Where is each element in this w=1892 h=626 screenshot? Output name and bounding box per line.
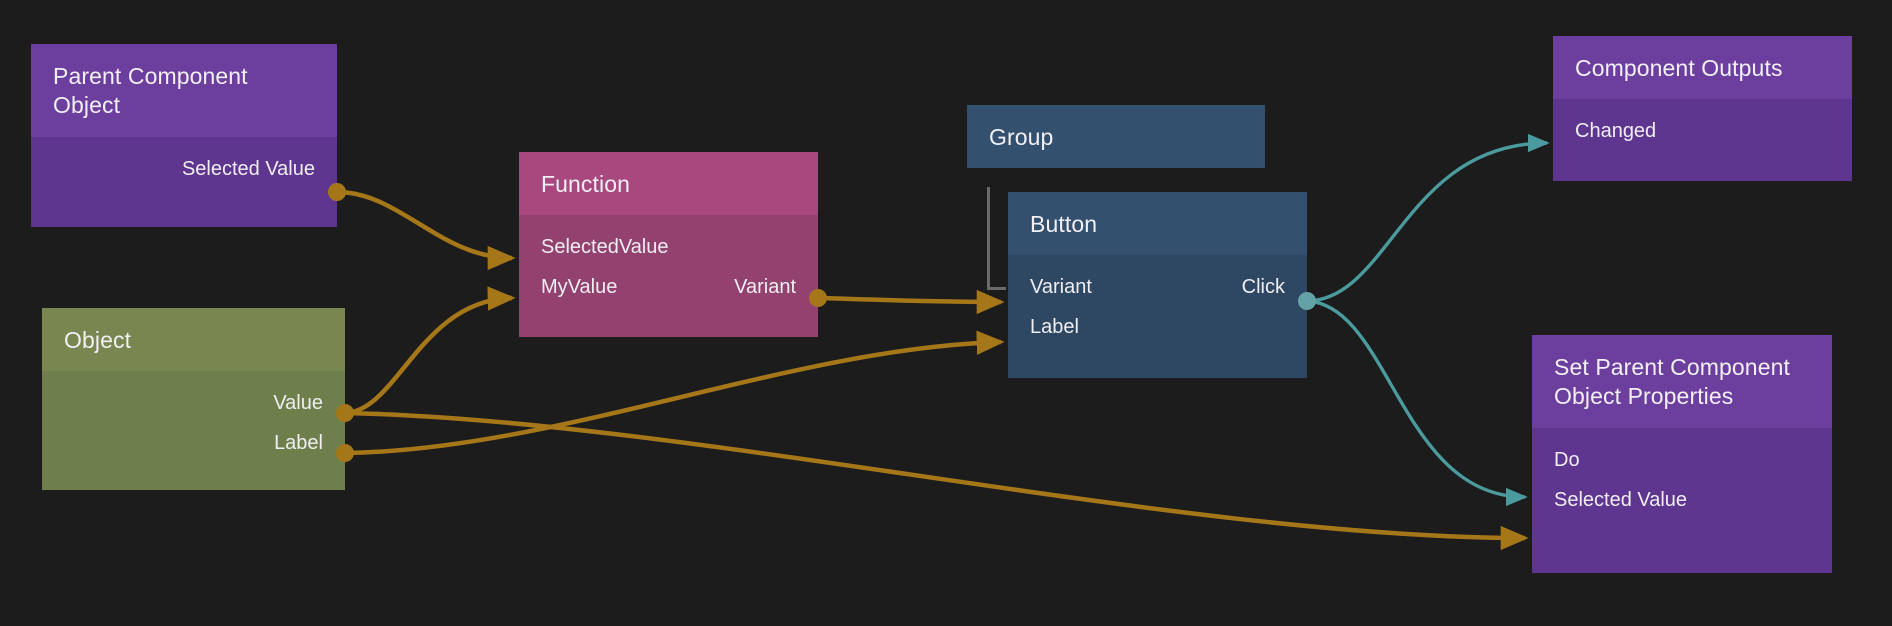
node-component-outputs[interactable]: Component Outputs Changed bbox=[1553, 36, 1852, 181]
node-body-function: SelectedValue MyValue Variant bbox=[519, 215, 818, 337]
group-to-button-bracket bbox=[987, 187, 1006, 290]
port-row-set-parent-do[interactable]: Do bbox=[1532, 440, 1832, 480]
port-dot-object-value-out[interactable] bbox=[336, 404, 354, 422]
port-label-function-myvalue: MyValue bbox=[541, 276, 618, 299]
port-row-set-parent-selected-value[interactable]: Selected Value bbox=[1532, 480, 1832, 520]
port-label-button-click: Click bbox=[1241, 276, 1285, 299]
port-row-function-selectedvalue[interactable]: SelectedValue bbox=[519, 227, 818, 267]
port-dot-function-variant-out[interactable] bbox=[809, 289, 827, 307]
node-body-set-parent-component-object-properties: Do Selected Value bbox=[1532, 427, 1832, 573]
port-label-function-selectedvalue: SelectedValue bbox=[541, 236, 669, 259]
wire-object-value-to-function-myvalue bbox=[344, 286, 516, 416]
port-label-set-parent-do: Do bbox=[1554, 448, 1580, 471]
port-row-object-value[interactable]: Value bbox=[42, 383, 345, 423]
port-label-object-label: Label bbox=[274, 432, 323, 455]
port-label-component-outputs-changed: Changed bbox=[1575, 120, 1657, 143]
node-title-set-parent-component-object-properties: Set Parent Component Object Properties bbox=[1532, 335, 1832, 428]
port-label-button-variant: Variant bbox=[1030, 276, 1092, 299]
node-body-parent-component-object: Selected Value bbox=[31, 136, 337, 227]
port-label-set-parent-selected-value: Selected Value bbox=[1554, 488, 1688, 511]
port-label-button-label: Label bbox=[1030, 316, 1079, 339]
node-body-button: Variant Click Label bbox=[1008, 255, 1307, 378]
wire-button-click-to-component-outputs-changed bbox=[1306, 133, 1550, 303]
port-row-object-label[interactable]: Label bbox=[42, 423, 345, 463]
node-title-component-outputs: Component Outputs bbox=[1553, 36, 1852, 100]
port-row-button-variant-click[interactable]: Variant Click bbox=[1008, 267, 1307, 307]
node-group[interactable]: Group bbox=[967, 105, 1265, 175]
port-dot-parent-selected-value-out[interactable] bbox=[328, 183, 346, 201]
node-title-function: Function bbox=[519, 152, 818, 216]
node-object[interactable]: Object Value Label bbox=[42, 308, 345, 490]
wire-object-value-to-setparent-selectedvalue bbox=[344, 410, 1529, 551]
wire-object-label-to-button-label bbox=[344, 330, 1005, 456]
node-title-object: Object bbox=[42, 308, 345, 372]
port-row-function-myvalue-variant[interactable]: MyValue Variant bbox=[519, 267, 818, 307]
wire-button-click-to-setparent-do bbox=[1306, 299, 1528, 507]
port-dot-button-click-out[interactable] bbox=[1298, 292, 1316, 310]
port-label-selected-value: Selected Value bbox=[181, 157, 315, 180]
node-title-button: Button bbox=[1008, 192, 1307, 256]
wire-parent-selectedvalue-to-function-selectedvalue bbox=[336, 189, 516, 271]
node-function[interactable]: Function SelectedValue MyValue Variant bbox=[519, 152, 818, 337]
node-button[interactable]: Button Variant Click Label bbox=[1008, 192, 1307, 378]
port-label-function-variant: Variant bbox=[734, 276, 796, 299]
port-row-component-outputs-changed[interactable]: Changed bbox=[1553, 111, 1852, 151]
wire-function-variant-to-button-variant bbox=[817, 289, 1005, 315]
port-row-parent-selected-value[interactable]: Selected Value bbox=[31, 149, 337, 189]
port-label-object-value: Value bbox=[273, 392, 323, 415]
port-row-button-label[interactable]: Label bbox=[1008, 307, 1307, 347]
node-parent-component-object[interactable]: Parent Component Object Selected Value bbox=[31, 44, 337, 227]
node-set-parent-component-object-properties[interactable]: Set Parent Component Object Properties D… bbox=[1532, 335, 1832, 573]
node-title-group: Group bbox=[967, 105, 1265, 169]
node-title-parent-component-object: Parent Component Object bbox=[31, 44, 337, 137]
node-body-component-outputs: Changed bbox=[1553, 99, 1852, 181]
node-body-object: Value Label bbox=[42, 371, 345, 490]
port-dot-object-label-out[interactable] bbox=[336, 444, 354, 462]
